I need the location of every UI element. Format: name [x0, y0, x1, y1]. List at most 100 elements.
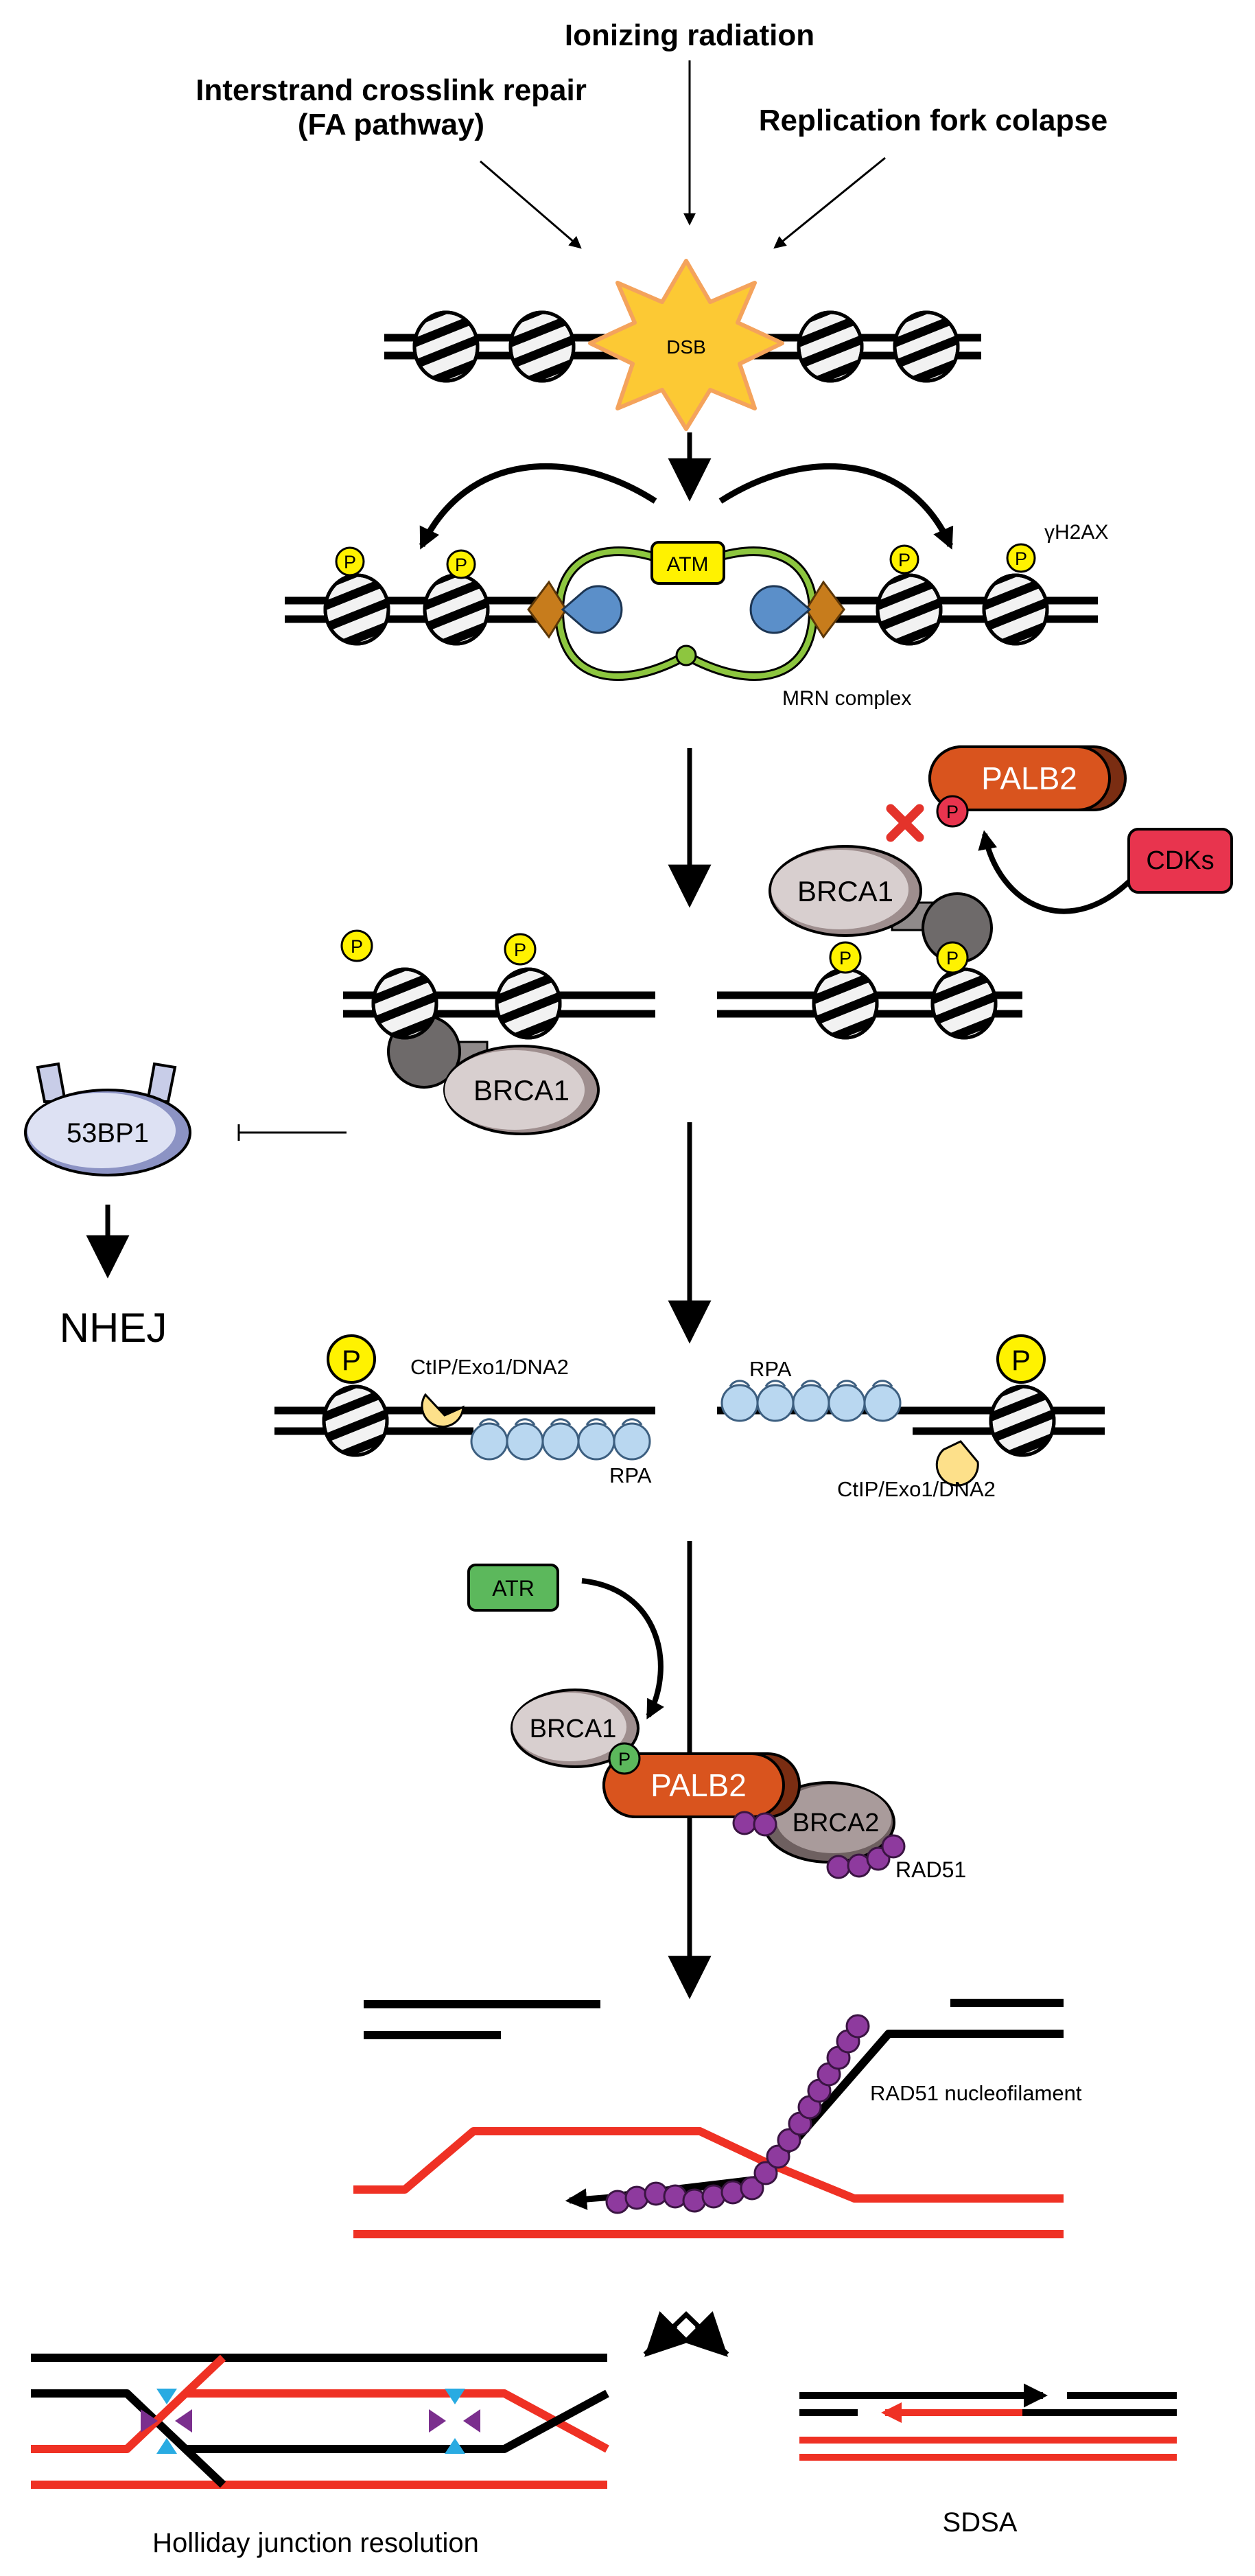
atm-label: ATM [666, 553, 708, 576]
nucleosome [501, 299, 583, 389]
nucleosome [314, 1373, 397, 1463]
rpa-protein [470, 1418, 508, 1461]
nucleosome [868, 561, 950, 652]
nucleosome [981, 1373, 1064, 1463]
palb2-protein [602, 1752, 801, 1818]
phospho-label: P [898, 550, 911, 570]
arrow-icl [480, 160, 582, 249]
phospho [996, 1334, 1046, 1384]
rpa-protein [720, 1380, 759, 1422]
rpa-label: RPA [609, 1463, 652, 1487]
brca1-highlight [771, 850, 908, 929]
arrow-fork [773, 156, 886, 249]
nucleosome [316, 561, 398, 652]
rpa-protein [506, 1418, 544, 1461]
nhej-label: NHEJ [60, 1305, 167, 1351]
nuclease-icon [935, 1440, 979, 1487]
arrow-left-branch [644, 2311, 690, 2357]
brca2-highlight [776, 1785, 891, 1853]
replication-fork-label: Replication fork colapse [759, 104, 1108, 137]
rpa-protein [828, 1380, 866, 1422]
ionizing-radiation-label: Ionizing radiation [565, 19, 814, 52]
nucleosome [923, 955, 1005, 1046]
blue-protein [749, 585, 812, 634]
gamma-h2ax-label: γH2AX [1044, 521, 1108, 544]
ctip-label: CtIP/Exo1/DNA2 [837, 1477, 996, 1501]
phospho [936, 941, 969, 974]
phospho-label: P [946, 802, 959, 822]
cdks-box [1127, 828, 1233, 894]
atr-label: ATR [492, 1576, 535, 1601]
rad51-filament-label: RAD51 nucleofilament [870, 2081, 1082, 2105]
sdsa-label: SDSA [943, 2507, 1018, 2538]
orange-wedge [805, 580, 845, 639]
atr-arrow [581, 1578, 664, 1719]
resolvase-markers [141, 2389, 480, 2454]
rpa-protein [756, 1380, 795, 1422]
curved-arrow-right [718, 463, 954, 550]
cdk-arrow [978, 830, 1138, 914]
rpa-protein [577, 1418, 615, 1461]
phospho [829, 941, 862, 974]
phospho-label: P [946, 948, 959, 968]
phospho-label: P [351, 936, 363, 957]
phospho [340, 929, 373, 962]
phospho-label: P [1015, 548, 1027, 569]
brca1-label: BRCA1 [530, 1715, 617, 1743]
phospho [504, 933, 537, 966]
phospho [335, 543, 1036, 579]
sdsa-dna [799, 2383, 1177, 2461]
phospho-label: P [839, 948, 852, 968]
icl-repair-label: Interstrand crosslink repair [196, 73, 587, 107]
rpa-label: RPA [749, 1357, 792, 1381]
holliday-junction [31, 2354, 609, 2489]
phospho-red [936, 795, 969, 828]
fa-pathway-label: (FA pathway) [298, 108, 484, 141]
curved-arrow-left [419, 463, 657, 550]
split-chevron [643, 2311, 729, 2356]
palb2-label: PALB2 [650, 1767, 747, 1803]
phospho-label: P [344, 552, 356, 572]
inhibit-x-icon [886, 804, 924, 842]
arrow-right-branch [682, 2311, 728, 2357]
phospho [327, 1334, 376, 1384]
rad51-nucleofilament [605, 2014, 870, 2214]
ctip-label: CtIP/Exo1/DNA2 [410, 1355, 569, 1379]
cdks-label: CDKs [1146, 846, 1214, 875]
palb2-label: PALB2 [981, 761, 1077, 796]
phospho-green [608, 1742, 641, 1775]
nucleosome [974, 561, 1057, 652]
rpa-protein [541, 1418, 580, 1461]
blue-protein [561, 585, 623, 634]
nucleosome [405, 299, 487, 389]
rpa-protein [613, 1418, 651, 1461]
template-dna [353, 2127, 1064, 2203]
brca1-label: BRCA1 [473, 1074, 570, 1106]
phospho-label: P [342, 1344, 361, 1376]
phospho-label: P [1011, 1344, 1031, 1376]
nucleosome [789, 299, 871, 389]
brca1-highlight [445, 1050, 585, 1130]
rpa-protein [863, 1380, 902, 1422]
phospho-label: P [618, 1749, 631, 1769]
rpa-protein [792, 1380, 830, 1422]
brca1-highlight [513, 1693, 626, 1761]
palb2-protein [928, 745, 1127, 811]
dsb-label: DSB [666, 336, 706, 358]
rad51-label: RAD51 [895, 1857, 966, 1882]
brca1-label: BRCA1 [797, 875, 893, 907]
53bp1-protein [24, 1062, 191, 1176]
brca2-label: BRCA2 [793, 1809, 880, 1837]
mrn-complex-label: MRN complex [782, 687, 911, 710]
dsb-burst [588, 259, 784, 431]
atm-box [650, 541, 725, 585]
nucleosome [487, 955, 570, 1046]
broken-dna [364, 1999, 1064, 2201]
53bp1-label: 53BP1 [67, 1118, 149, 1148]
nucleosome [885, 299, 967, 389]
phospho-label: P [514, 940, 526, 960]
phospho-label: P [455, 555, 467, 575]
nuclease-icon [421, 1393, 465, 1428]
holliday-label: Holliday junction resolution [152, 2528, 479, 2558]
